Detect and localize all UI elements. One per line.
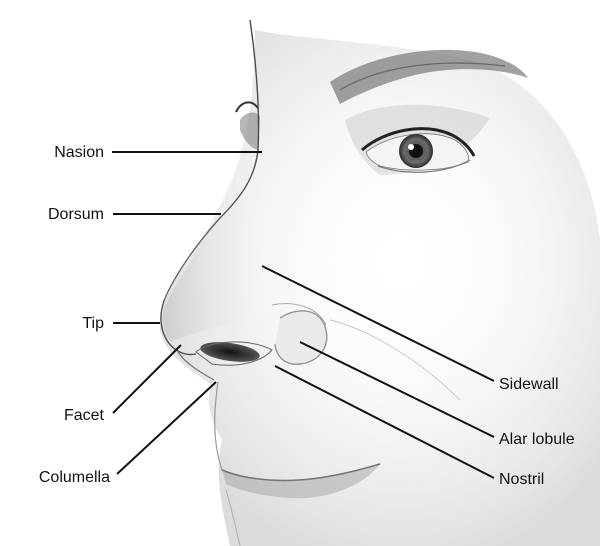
leader-columella	[117, 382, 216, 474]
alar-lobule-shape	[275, 311, 327, 364]
nose-side-shading	[163, 150, 276, 342]
label-tip: Tip	[82, 315, 104, 332]
label-facet: Facet	[64, 407, 105, 424]
label-dorsum: Dorsum	[48, 206, 104, 223]
label-sidewall: Sidewall	[499, 376, 559, 393]
label-nasion: Nasion	[54, 144, 104, 161]
far-eye	[240, 113, 260, 150]
face-illustration	[160, 20, 600, 546]
leader-facet	[113, 345, 181, 413]
label-alar-lobule: Alar lobule	[499, 431, 575, 448]
label-columella: Columella	[39, 469, 110, 486]
label-nostril: Nostril	[499, 471, 544, 488]
eye-highlight	[408, 144, 414, 150]
